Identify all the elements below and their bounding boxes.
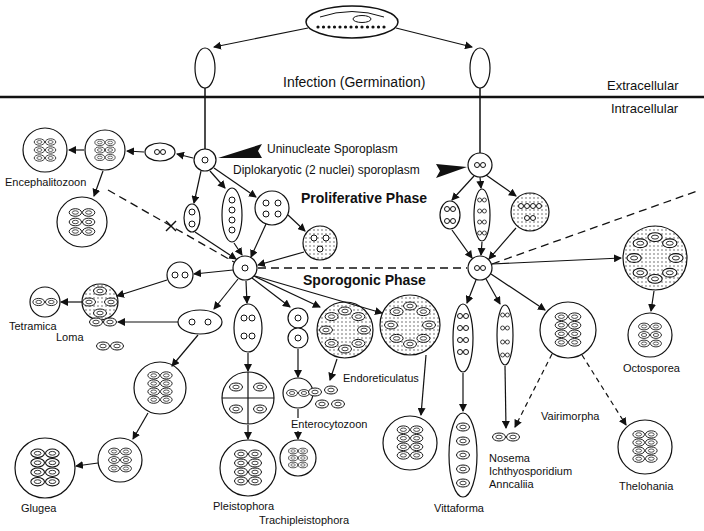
pointer-arrow: [436, 164, 467, 178]
pointer-arrow: [218, 144, 262, 158]
genus-label: Thelohania: [618, 480, 674, 493]
genus-label: Encephalitozoon: [4, 176, 87, 189]
genus-label: Trachipleistophora: [258, 514, 350, 527]
genus-label: Loma: [55, 331, 85, 344]
germinating-spore: [194, 48, 492, 177]
parasite-cells: [15, 128, 687, 498]
genus-label: Vittaforma: [433, 502, 485, 515]
callout-label: Diplokaryotic (2 nuclei) sporoplasm: [232, 164, 421, 178]
genus-label: Pleistophora: [212, 500, 275, 513]
blocked-mark: [166, 221, 176, 231]
genus-label: Octosporea: [622, 362, 681, 375]
callout-label: Uninucleate Sporoplasm: [266, 143, 399, 157]
phase-label: Proliferative Phase: [300, 190, 428, 206]
spore-drawing: [306, 6, 398, 38]
region-label: Extracellular: [606, 79, 680, 94]
cell-boundary: [0, 96, 704, 99]
phase-label: Sporogonic Phase: [302, 272, 427, 288]
genus-label: Glugea: [20, 502, 57, 515]
dashed-arrow: [515, 354, 626, 427]
genus-label: Ichthyosporidium: [488, 465, 573, 478]
genus-label: Anncaliia: [488, 478, 535, 491]
genus-label: Tetramica: [8, 320, 58, 333]
genus-label: Nosema: [488, 452, 531, 465]
development-arrow: [61, 28, 654, 466]
genus-label: Vairimorpha: [540, 410, 601, 423]
dashed-pathway: [108, 190, 700, 268]
genus-label: Enterocytozoon: [290, 418, 368, 431]
genus-label: Endoreticulatus: [342, 372, 420, 385]
process-label: Infection (Germination): [282, 74, 426, 90]
region-label: Intracellular: [610, 102, 679, 117]
